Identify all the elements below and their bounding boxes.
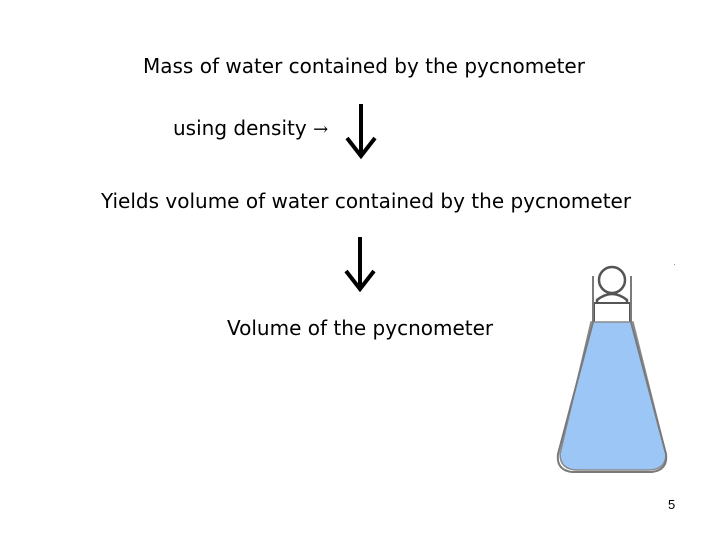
down-arrow-icon <box>345 104 377 160</box>
down-arrow-icon <box>344 237 376 293</box>
yields-volume-text: Yields volume of water contained by the … <box>101 189 632 213</box>
volume-of-pycnometer-text: Volume of the pycnometer <box>227 316 494 340</box>
mass-of-water-text: Mass of water contained by the pycnomete… <box>143 54 585 78</box>
pycnometer-flask-icon <box>556 265 668 473</box>
page-number: 5 <box>668 497 676 512</box>
right-arrow-symbol: → <box>313 119 329 140</box>
using-density-text: using density <box>173 116 307 140</box>
using-density-label: using density → <box>173 118 328 139</box>
speck-dot <box>674 264 675 265</box>
